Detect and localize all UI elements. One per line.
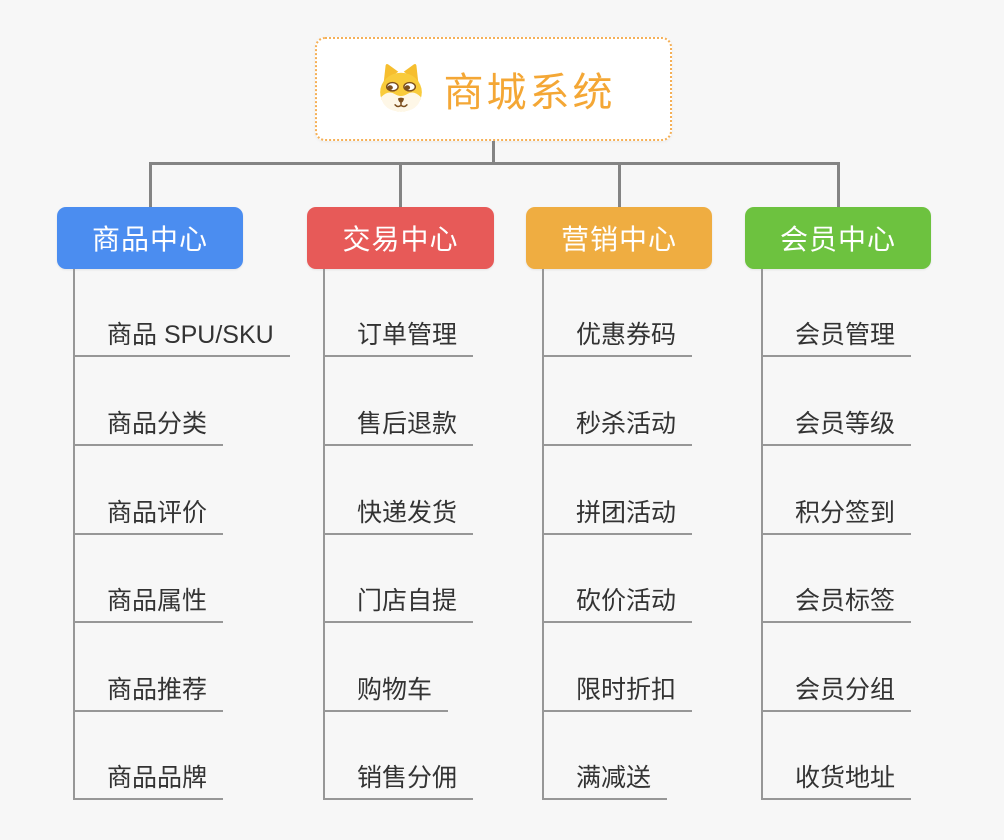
leaf-node[interactable]: 满减送 [542, 765, 668, 800]
connector-line [836, 162, 840, 207]
branch-node-1[interactable]: 商品中心 [57, 207, 243, 269]
leaf-node[interactable]: 商品 SPU/SKU [73, 322, 290, 357]
leaf-node[interactable]: 商品分类 [73, 411, 224, 446]
leaf-node[interactable]: 会员管理 [761, 322, 912, 357]
leaf-node[interactable]: 会员分组 [761, 677, 912, 712]
leaf-node[interactable]: 商品评价 [73, 500, 224, 535]
branch-node-3[interactable]: 营销中心 [526, 207, 712, 269]
leaf-node[interactable]: 商品推荐 [73, 677, 224, 712]
connector-line [617, 162, 621, 207]
leaf-node[interactable]: 商品品牌 [73, 765, 224, 800]
leaf-node[interactable]: 售后退款 [323, 411, 474, 446]
branch-label: 交易中心 [342, 224, 459, 255]
shiba-dog-icon [379, 64, 422, 112]
leaf-node[interactable]: 销售分佣 [323, 765, 474, 800]
connector-line [399, 162, 402, 207]
leaf-node[interactable]: 购物车 [323, 677, 449, 712]
branch-label: 会员中心 [779, 224, 896, 255]
branch-node-2[interactable]: 交易中心 [307, 207, 494, 269]
root-title: 商城系统 [443, 71, 616, 115]
leaf-node[interactable]: 商品属性 [73, 588, 224, 623]
leaf-node[interactable]: 会员等级 [761, 411, 912, 446]
connector-line [148, 162, 152, 207]
leaf-node[interactable]: 砍价活动 [542, 588, 693, 623]
leaf-node[interactable]: 门店自提 [323, 588, 474, 623]
leaf-node[interactable]: 收货地址 [761, 765, 912, 800]
branch-label: 营销中心 [560, 224, 677, 255]
leaf-node[interactable]: 拼团活动 [542, 500, 693, 535]
leaf-node[interactable]: 秒杀活动 [542, 411, 693, 446]
leaf-node[interactable]: 订单管理 [323, 322, 474, 357]
connector-line [148, 162, 840, 165]
leaf-node[interactable]: 限时折扣 [542, 677, 693, 712]
leaf-node[interactable]: 优惠券码 [542, 322, 693, 357]
leaf-node[interactable]: 会员标签 [761, 588, 912, 623]
branch-node-4[interactable]: 会员中心 [745, 207, 931, 269]
root-node[interactable]: 商城系统 [315, 37, 672, 141]
connector-line [492, 141, 495, 165]
leaf-node[interactable]: 快递发货 [323, 500, 474, 535]
branch-label: 商品中心 [91, 224, 208, 255]
leaf-node[interactable]: 积分签到 [761, 500, 912, 535]
